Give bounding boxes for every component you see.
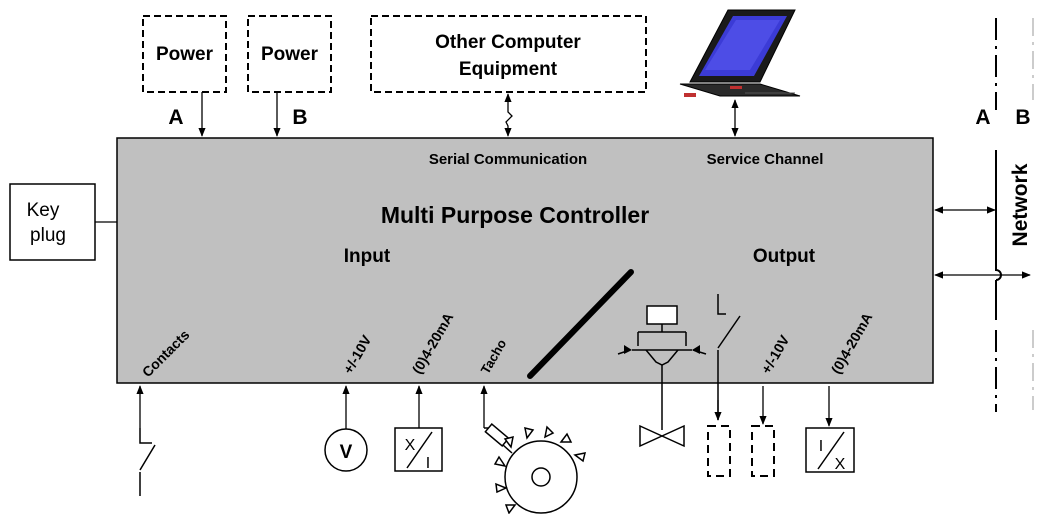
- key-plug-box: Key plug: [9, 183, 96, 261]
- other-equipment-line2: Equipment: [459, 59, 558, 80]
- network-a-letter: A: [975, 106, 990, 129]
- serial-communication-label: Serial Communication: [429, 151, 587, 168]
- xi-converter-top: X: [405, 437, 416, 454]
- controller-box: [116, 137, 934, 384]
- voltmeter-icon: [324, 428, 368, 472]
- key-plug-line1: Key: [27, 200, 60, 221]
- gear-icon: [493, 425, 587, 514]
- transistor-arrow-left: [624, 345, 632, 354]
- transistor-icon: [617, 305, 707, 430]
- valve-icon: [639, 424, 685, 448]
- input-output-divider: [527, 269, 634, 379]
- tacho-sensor-icon: [484, 423, 513, 454]
- laptop-icon: [679, 9, 801, 97]
- serial-arrow: [504, 93, 513, 137]
- output-voltage-load-icon: [751, 425, 775, 477]
- controller-title: Multi Purpose Controller: [381, 202, 649, 228]
- power-a-letter: A: [168, 106, 183, 129]
- power-b-label: Power: [261, 44, 319, 65]
- key-plug-line2: plug: [30, 225, 66, 246]
- power-a-box: Power: [142, 15, 227, 93]
- other-equipment-line1: Other Computer: [435, 32, 581, 53]
- power-b-box: Power: [247, 15, 332, 93]
- ix-converter-bottom: X: [835, 456, 846, 473]
- voltmeter-symbol: V: [340, 442, 353, 463]
- xi-converter-bottom: I: [426, 455, 430, 472]
- transistor-arrow-right: [692, 345, 700, 354]
- power-a-label: Power: [156, 44, 214, 65]
- xi-converter-icon: [394, 427, 443, 472]
- output-label: Output: [753, 246, 816, 267]
- contacts-switch-icon: [139, 428, 156, 496]
- network-b-letter: B: [1015, 106, 1030, 129]
- other-equipment-box: Other Computer Equipment: [370, 15, 647, 93]
- network-bus-hop: [995, 265, 1002, 281]
- service-channel-label: Service Channel: [707, 151, 824, 168]
- ix-converter-top: I: [819, 438, 823, 455]
- ix-converter-icon: [805, 427, 855, 473]
- power-b-letter: B: [292, 106, 307, 129]
- relay-load-icon: [707, 425, 731, 477]
- input-label: Input: [344, 246, 391, 267]
- network-label: Network: [1009, 163, 1032, 246]
